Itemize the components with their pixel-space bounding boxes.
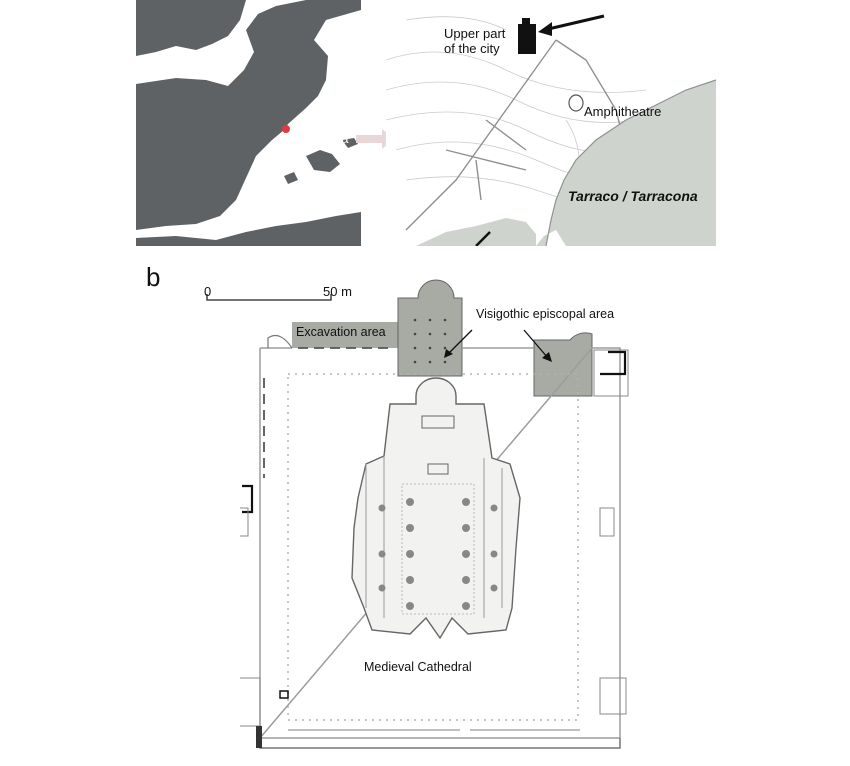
cathedral-piers (378, 498, 498, 610)
excavation-area-label: Excavation area (296, 325, 386, 339)
france-landmass (136, 0, 246, 56)
visigothic-east-room (533, 332, 593, 397)
amphitheatre-label: Amphitheatre (584, 104, 662, 119)
overview-map (136, 0, 361, 246)
north-building-columns (413, 318, 447, 364)
inner-cloister (287, 373, 579, 721)
africa-landmass (136, 212, 361, 246)
cathedral-label: Medieval Cathedral (364, 660, 472, 674)
sea-area (536, 80, 716, 246)
menorca (342, 138, 358, 148)
east-black-feature (600, 350, 627, 376)
cathedral-outline (351, 377, 521, 640)
scale-end-label: 50 m (323, 284, 352, 299)
visigothic-area-label: Visigothic episcopal area (476, 307, 615, 321)
pale-arrow (356, 129, 394, 149)
upper-city-block (518, 24, 536, 54)
upper-city-arrow (543, 14, 605, 32)
site-plan (240, 279, 629, 749)
scale-bar (206, 294, 332, 301)
iberia-landmass (136, 0, 361, 230)
city-map (386, 0, 716, 246)
bottom-pointer-line (475, 231, 491, 246)
excavation-area (292, 322, 398, 348)
ibiza (284, 172, 298, 184)
city-name-label: Tarraco / Tarracona (568, 188, 698, 204)
panel-b-letter: b (146, 262, 161, 292)
tarragona-marker (282, 125, 290, 133)
upper-city-label: Upper part of the city (444, 26, 506, 56)
mallorca (306, 150, 340, 172)
tarragona-label: Tarragona (290, 131, 349, 146)
amphitheatre-shape (568, 94, 584, 112)
scale-start-label: 0 (204, 284, 212, 299)
